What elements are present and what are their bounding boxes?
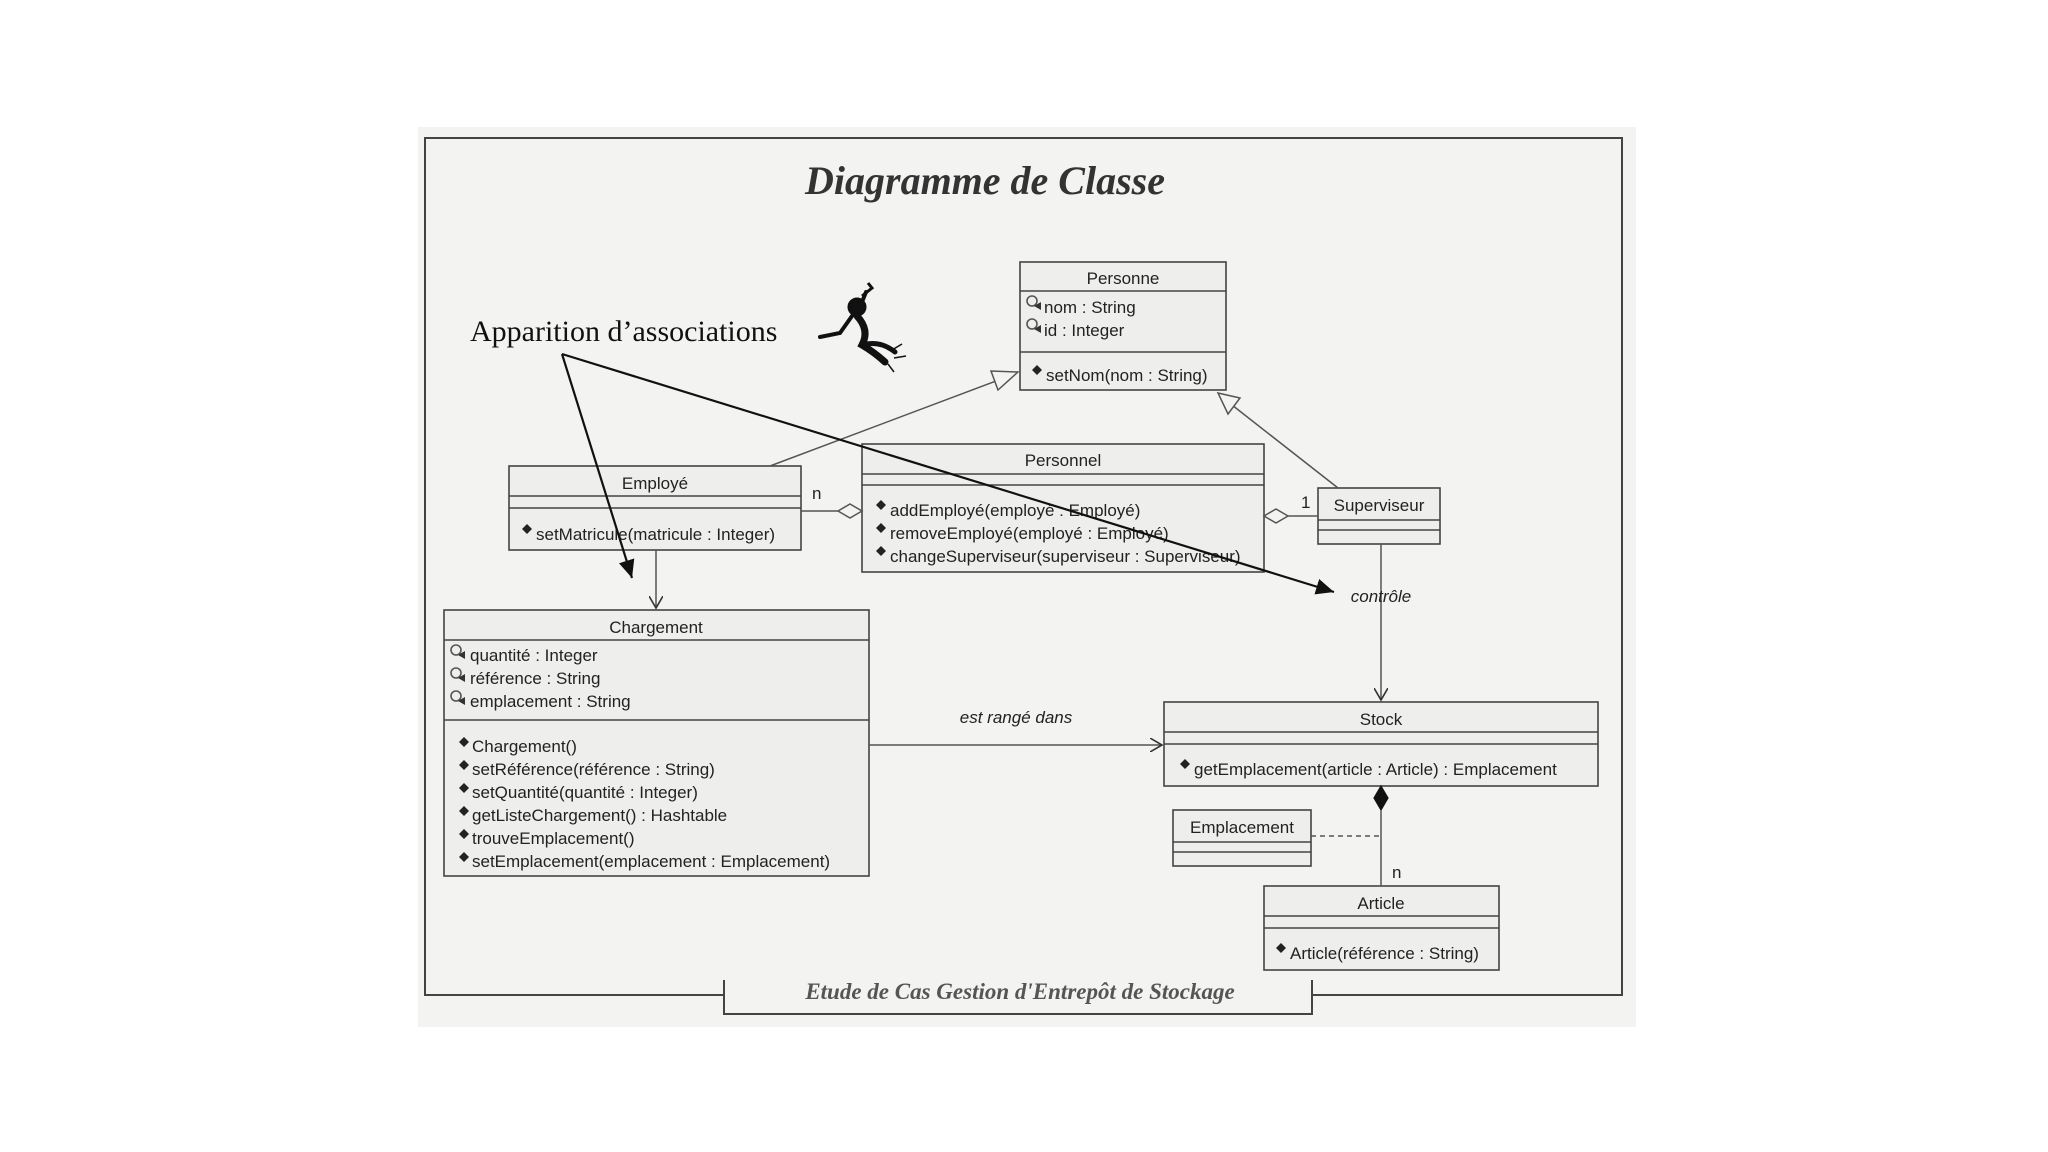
class-name: Chargement [609, 618, 703, 637]
class-name: Emplacement [1190, 818, 1294, 837]
aggregation-superviseur-personnel [1262, 508, 1318, 524]
class-employe: Employé setMatricule(matricule : Integer… [508, 465, 802, 551]
operation-icon [1032, 365, 1042, 375]
attribute-text: quantité : Integer [470, 646, 598, 665]
operation-icon [459, 829, 469, 839]
class-name: Personne [1087, 269, 1160, 288]
class-name: Superviseur [1334, 496, 1425, 515]
operation-icon [876, 523, 886, 533]
diagram-subtitle: Etude de Cas Gestion d'Entrepôt de Stock… [804, 979, 1234, 1004]
annotation-text: Apparition d’associations [470, 315, 777, 348]
class-name: Employé [622, 474, 688, 493]
attribute-icon [1026, 318, 1041, 333]
association-label-controle: contrôle [1351, 587, 1411, 606]
diagram-title: Diagramme de Classe [804, 158, 1165, 203]
operation-text: setQuantité(quantité : Integer) [472, 783, 698, 802]
operation-icon [522, 524, 532, 534]
composition-stock-article [1373, 784, 1389, 886]
operation-icon [876, 546, 886, 556]
class-emplacement: Emplacement [1172, 809, 1312, 867]
operation-text: setNom(nom : String) [1046, 366, 1208, 385]
operation-text: Article(référence : String) [1290, 944, 1479, 963]
association-label-est-range-dans: est rangé dans [960, 708, 1073, 727]
generalization-superviseur-personne [1216, 391, 1339, 489]
operation-icon [459, 737, 469, 747]
attribute-text: nom : String [1044, 298, 1136, 317]
attribute-text: référence : String [470, 669, 600, 688]
attribute-text: id : Integer [1044, 321, 1125, 340]
operation-text: getListeChargement() : Hashtable [472, 806, 727, 825]
attribute-text: emplacement : String [470, 692, 631, 711]
diagram-frame [424, 137, 1623, 996]
multiplicity-label: n [812, 484, 821, 503]
annotation-arrow-to-controle [561, 352, 1335, 595]
operation-text: addEmployé(employé : Employé) [890, 501, 1140, 520]
operation-text: setEmplacement(emplacement : Emplacement… [472, 852, 830, 871]
cartoon-figure-icon [818, 282, 907, 373]
attribute-icon [450, 690, 465, 705]
class-name: Personnel [1025, 451, 1102, 470]
operation-icon [876, 500, 886, 510]
operation-icon [459, 783, 469, 793]
class-article: Article Article(référence : String) [1263, 885, 1500, 971]
operation-text: setRéférence(référence : String) [472, 760, 715, 779]
attribute-icon [450, 644, 465, 659]
operation-icon [1276, 943, 1286, 953]
class-chargement: Chargement quantité : Integer référence … [443, 609, 870, 877]
operation-text: trouveEmplacement() [472, 829, 635, 848]
multiplicity-label: 1 [1301, 493, 1310, 512]
operation-text: changeSuperviseur(superviseur : Supervis… [890, 547, 1241, 566]
operation-icon [459, 760, 469, 770]
annotation-arrow-to-chargement [560, 353, 635, 579]
class-superviseur: Superviseur [1317, 487, 1441, 545]
class-stock: Stock getEmplacement(article : Article) … [1163, 701, 1599, 787]
class-name: Article [1357, 894, 1404, 913]
operation-text: removeEmployé(employé : Employé) [890, 524, 1169, 543]
operation-icon [1180, 759, 1190, 769]
caption-bracket [723, 980, 1313, 1015]
aggregation-employe-personnel [801, 503, 864, 519]
class-personne: Personne nom : String id : Integer setNo… [1019, 261, 1227, 391]
operation-icon [459, 852, 469, 862]
attribute-icon [1026, 295, 1041, 310]
operation-text: getEmplacement(article : Article) : Empl… [1194, 760, 1557, 779]
generalization-employe-personne [769, 370, 1020, 467]
attribute-icon [450, 667, 465, 682]
operation-icon [459, 806, 469, 816]
multiplicity-label: n [1392, 863, 1401, 882]
operation-text: Chargement() [472, 737, 577, 756]
operation-text: setMatricule(matricule : Integer) [536, 525, 775, 544]
class-name: Stock [1360, 710, 1403, 729]
